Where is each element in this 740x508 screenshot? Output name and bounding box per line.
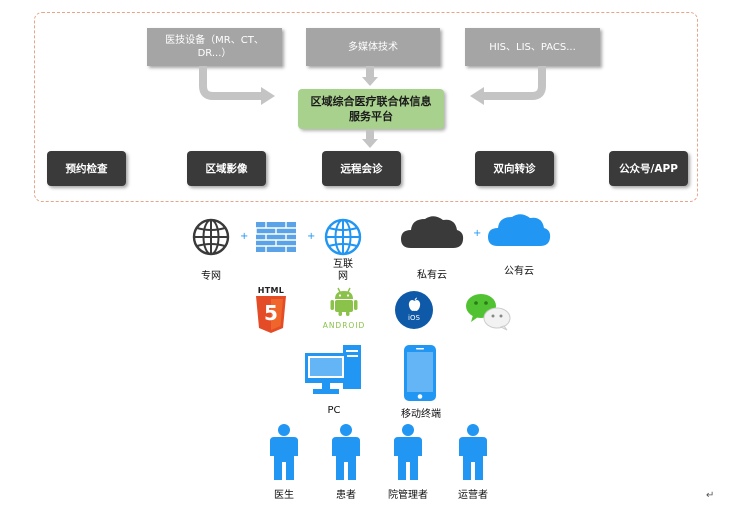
source-medical-devices: 医技设备（MR、CT、DR...） — [147, 28, 282, 66]
source-systems: HIS、LIS、PACS... — [465, 28, 600, 66]
person-icon — [459, 424, 487, 480]
plus-sign: + — [473, 228, 482, 239]
service-app-label: 公众号/APP — [619, 163, 678, 175]
pc-label: PC — [327, 405, 341, 416]
arrow-down-to-services — [362, 130, 378, 148]
ios-text: iOS — [408, 314, 420, 322]
user-operator-label: 运营者 — [458, 490, 488, 501]
private-network-label: 专网 — [201, 271, 221, 282]
source-systems-label: HIS、LIS、PACS... — [489, 41, 576, 53]
service-appointment-label: 预约检查 — [65, 163, 108, 175]
html5-number: 5 — [264, 301, 278, 325]
cloud-icon — [401, 216, 464, 248]
service-remote-consultation-label: 远程会诊 — [340, 163, 383, 175]
arrow-right-to-platform — [470, 66, 546, 105]
private-cloud-label: 私有云 — [417, 270, 447, 281]
android-text: ANDROID — [322, 321, 366, 330]
globe-icon — [192, 218, 230, 256]
platform-box: 区域综合医疗联合体信息服务平台 — [298, 89, 444, 129]
public-cloud-label: 公有云 — [504, 266, 534, 277]
ios-icon: iOS — [395, 291, 433, 329]
apple-glyph — [408, 297, 421, 311]
smartphone-icon — [404, 345, 436, 401]
user-doctor-label: 医生 — [274, 490, 294, 501]
service-referral: 双向转诊 — [475, 151, 554, 186]
platform-label: 区域综合医疗联合体信息服务平台 — [310, 95, 432, 123]
plus-sign: + — [240, 231, 249, 242]
person-icon — [270, 424, 298, 480]
person-icon — [394, 424, 422, 480]
android-icon: ANDROID — [320, 287, 368, 333]
return-mark: ↵ — [706, 490, 715, 501]
html5-shield — [256, 296, 286, 333]
service-app: 公众号/APP — [609, 151, 688, 186]
mobile-label: 移动终端 — [401, 409, 441, 420]
brick-wall-icon — [256, 222, 296, 252]
user-patient-label: 患者 — [336, 490, 356, 501]
html5-text: HTML — [257, 286, 285, 295]
service-referral-label: 双向转诊 — [493, 163, 536, 175]
arrow-left-to-platform — [199, 66, 275, 105]
platform-frame — [34, 12, 698, 202]
service-regional-imaging-label: 区域影像 — [205, 163, 248, 175]
person-icon — [332, 424, 360, 480]
wechat-icon — [466, 294, 511, 331]
source-multimedia: 多媒体技术 — [306, 28, 440, 66]
service-regional-imaging: 区域影像 — [187, 151, 266, 186]
desktop-computer-icon — [305, 345, 361, 394]
cloud-icon — [488, 214, 551, 246]
service-remote-consultation: 远程会诊 — [322, 151, 401, 186]
service-appointment: 预约检查 — [47, 151, 126, 186]
source-medical-devices-label: 医技设备（MR、CT、DR...） — [165, 35, 264, 59]
internet-label: 互联网 — [333, 259, 353, 282]
html5-icon: HTML 5 — [254, 286, 288, 334]
android-robot — [330, 287, 358, 316]
plus-sign: + — [307, 231, 316, 242]
globe-icon — [324, 218, 362, 256]
user-manager-label: 院管理者 — [388, 490, 428, 501]
arrow-down-to-platform — [362, 66, 378, 86]
source-multimedia-label: 多媒体技术 — [348, 41, 398, 53]
